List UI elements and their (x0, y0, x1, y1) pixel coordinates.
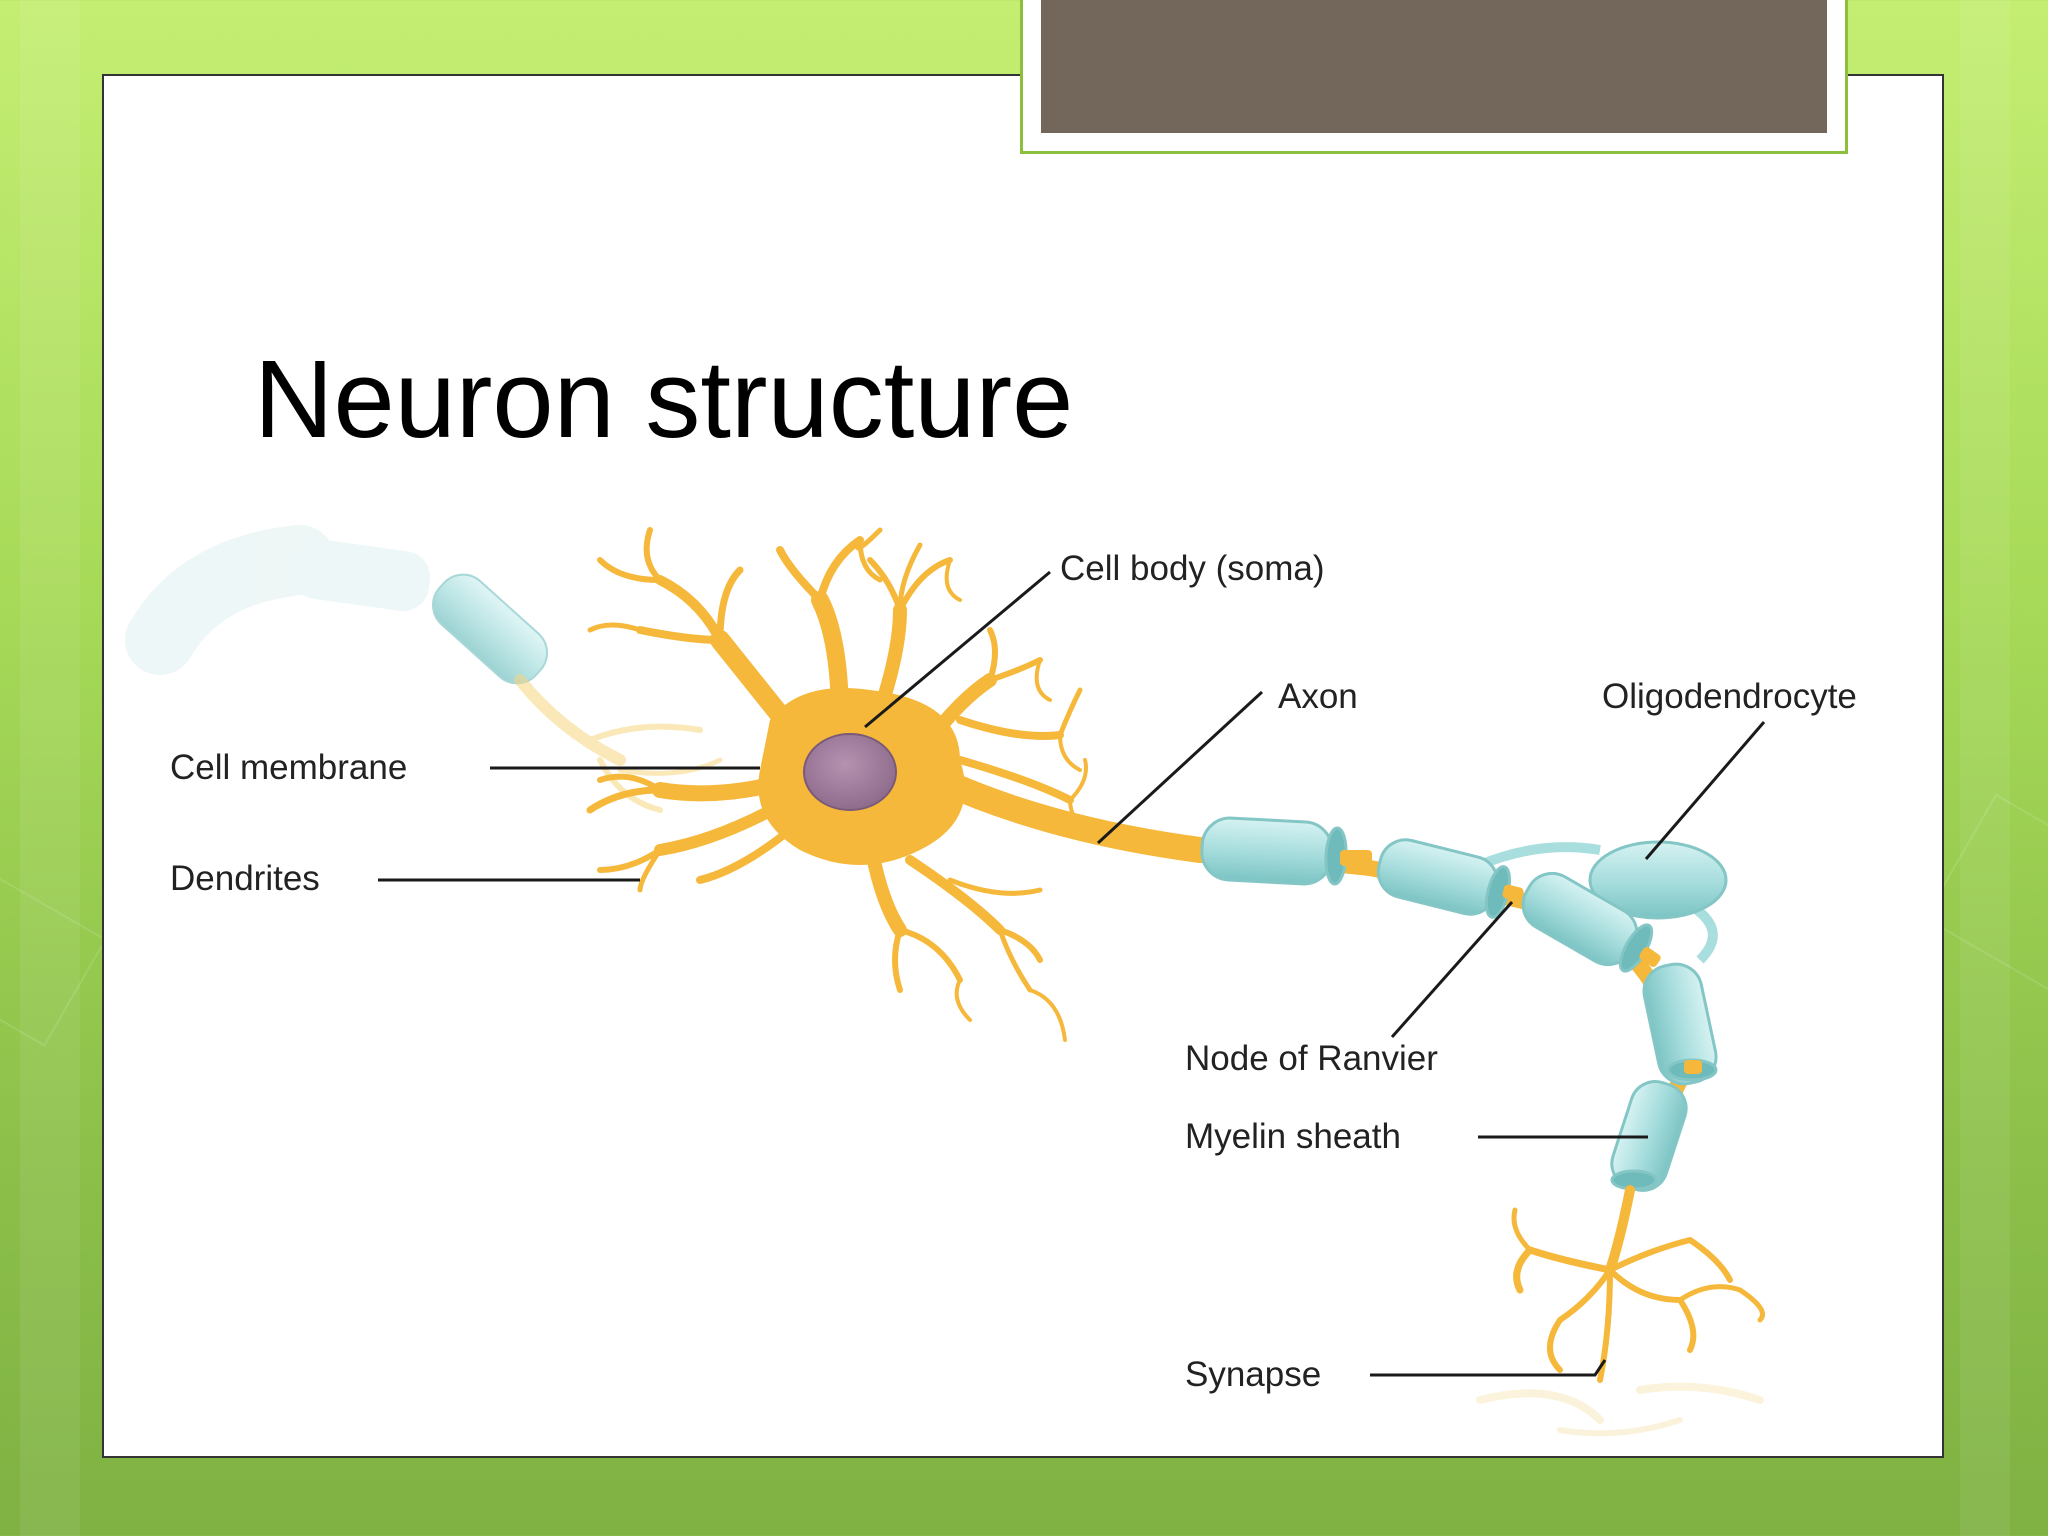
label-synapse: Synapse (1185, 1355, 1321, 1394)
myelin-segment (1200, 817, 1333, 886)
label-cell-membrane: Cell membrane (170, 748, 407, 787)
label-cell-body: Cell body (soma) (1060, 549, 1325, 588)
axon-terminals (1514, 1190, 1763, 1380)
upstream-myelin-segment (422, 564, 557, 694)
label-axon: Axon (1278, 677, 1358, 716)
label-dendrites: Dendrites (170, 859, 320, 898)
myelin-segment (1373, 834, 1503, 919)
leader-oligodendrocyte (1646, 722, 1764, 859)
downstream-terminal-shadow (1480, 1387, 1760, 1434)
label-oligodendrocyte: Oligodendrocyte (1602, 677, 1857, 716)
leader-synapse (1370, 1360, 1605, 1375)
leader-node-of-ranvier (1392, 902, 1512, 1037)
nucleus (804, 734, 896, 810)
label-node-of-ranvier: Node of Ranvier (1185, 1039, 1438, 1078)
faded-neuron-segment (160, 536, 433, 640)
label-myelin-sheath: Myelin sheath (1185, 1117, 1401, 1156)
